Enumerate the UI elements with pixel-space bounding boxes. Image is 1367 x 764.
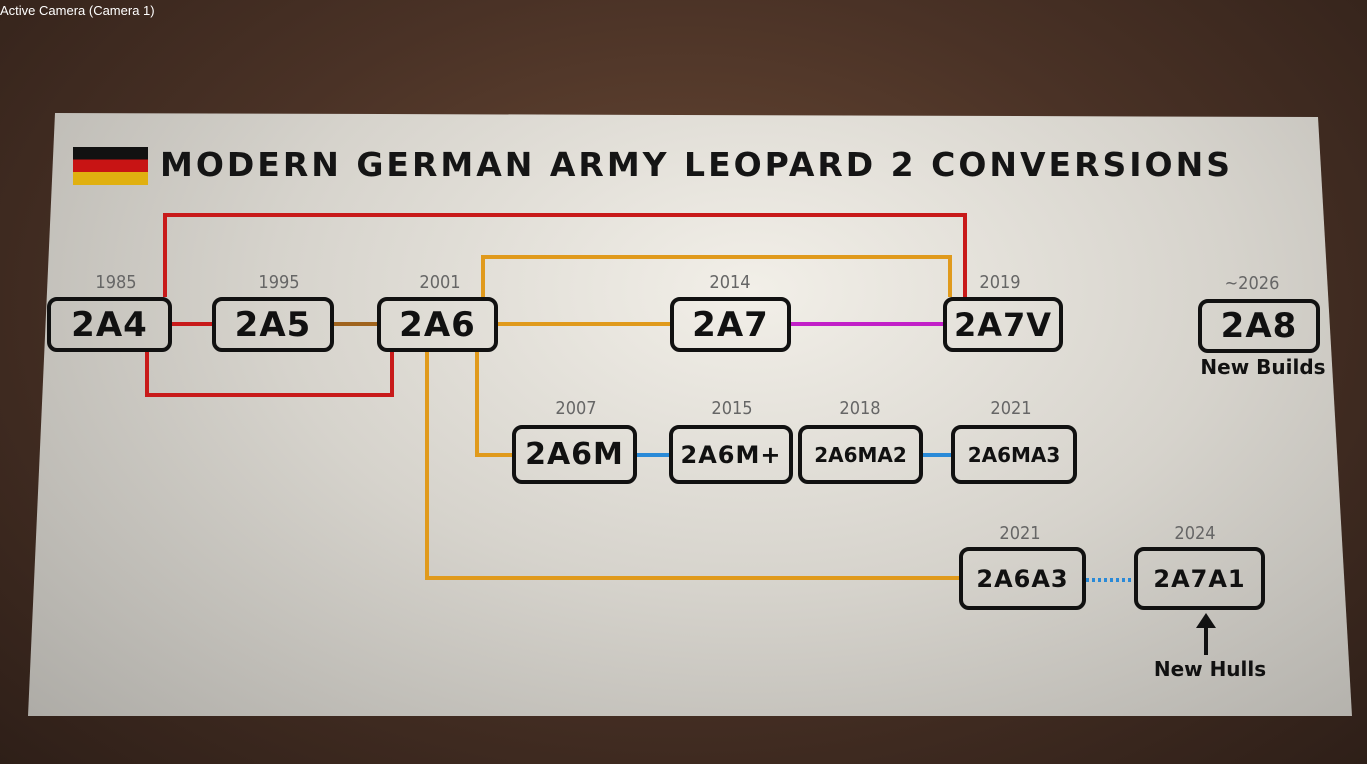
year-label: 2007 [555, 398, 597, 419]
year-label: 2014 [709, 272, 751, 293]
node-2a4: 2A4 [47, 297, 172, 352]
node-2a5: 2A5 [212, 297, 334, 352]
viewport-label: Active Camera (Camera 1) [0, 3, 155, 18]
year-label: 2021 [990, 398, 1032, 419]
node-2a8: 2A8 [1198, 299, 1320, 353]
line-2a6-2a6m [475, 352, 512, 457]
node-2a6m: 2A6M [512, 425, 637, 484]
node-2a6m-plus: 2A6M+ [669, 425, 793, 484]
node-2a6: 2A6 [377, 297, 498, 352]
new-hulls-note: New Hulls [1153, 657, 1267, 681]
line-2a4-2a6 [145, 352, 394, 397]
node-2a7v: 2A7V [943, 297, 1063, 352]
line-2a6-2a7v [481, 255, 952, 297]
node-2a6ma2: 2A6MA2 [798, 425, 923, 484]
diagram-title: MODERN GERMAN ARMY LEOPARD 2 CONVERSIONS [160, 145, 1233, 184]
node-2a7a1: 2A7A1 [1134, 547, 1265, 610]
year-label: 1985 [95, 272, 137, 293]
arrow-up-icon [1196, 613, 1216, 655]
line-2a4-2a7v [163, 213, 967, 297]
german-flag-icon [73, 147, 148, 185]
year-label: 2015 [711, 398, 753, 419]
node-2a6a3: 2A6A3 [959, 547, 1086, 610]
year-label: 2021 [999, 523, 1041, 544]
node-2a7: 2A7 [670, 297, 791, 352]
year-label: 2018 [839, 398, 881, 419]
year-label: 2001 [419, 272, 461, 293]
year-label: 1995 [258, 272, 300, 293]
year-label: ~2026 [1224, 273, 1280, 294]
new-builds-note: New Builds [1200, 355, 1326, 379]
node-2a6ma3: 2A6MA3 [951, 425, 1077, 484]
line-2a6-2a6a3 [425, 352, 959, 580]
year-label: 2024 [1174, 523, 1216, 544]
year-label: 2019 [979, 272, 1021, 293]
